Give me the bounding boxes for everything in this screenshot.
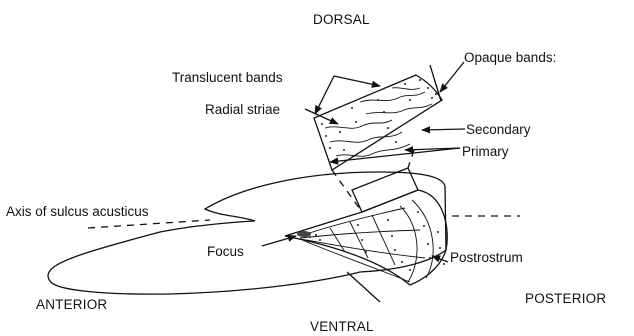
projection-line-upper <box>430 65 441 101</box>
label-opaque-bands: Opaque bands: <box>464 50 556 65</box>
label-radial-striae: Radial striae <box>205 102 280 117</box>
section-cut-line <box>347 272 380 302</box>
label-primary: Primary <box>462 144 509 159</box>
label-ventral: VENTRAL <box>310 319 374 334</box>
section-connector <box>352 168 418 212</box>
label-axis-sulcus: Axis of sulcus acusticus <box>6 204 149 219</box>
arrow-opaque <box>440 62 464 92</box>
arrow-translucent-2 <box>315 76 334 114</box>
arrow-radial <box>305 109 338 124</box>
label-translucent-bands: Translucent bands <box>172 70 283 85</box>
otolith-outline <box>48 172 446 294</box>
label-anterior: ANTERIOR <box>36 297 107 312</box>
label-posterior: POSTERIOR <box>525 291 606 306</box>
arrow-focus <box>262 236 296 246</box>
label-postrostrum: Postrostrum <box>450 250 523 265</box>
focus-nucleus <box>297 231 311 237</box>
label-secondary: Secondary <box>466 122 531 137</box>
section-lower <box>285 190 447 285</box>
label-dorsal: DORSAL <box>313 12 370 27</box>
projection-dashed-left <box>332 170 362 212</box>
arrow-secondary <box>422 129 465 130</box>
arrow-translucent-1 <box>334 76 380 86</box>
label-focus: Focus <box>207 244 244 259</box>
arrow-postrostrum <box>432 256 448 262</box>
